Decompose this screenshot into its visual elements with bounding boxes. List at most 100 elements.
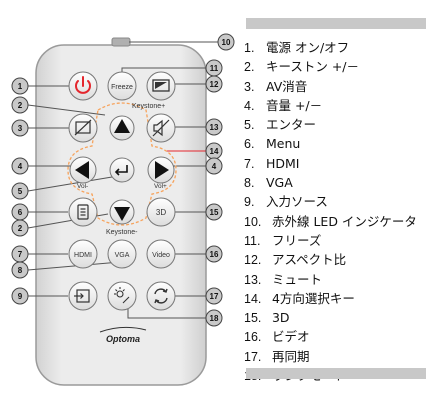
svg-text:11: 11: [210, 64, 219, 73]
legend-item: 16. ビデオ: [244, 329, 310, 345]
leader-lines: [27, 41, 218, 319]
volume-down-button[interactable]: [69, 156, 97, 184]
svg-text:4: 4: [18, 162, 23, 171]
hdmi-button[interactable]: HDMI: [68, 239, 98, 269]
power-icon: [75, 76, 91, 94]
keystone-minus-label: Keystone-: [106, 229, 138, 236]
svg-text:18: 18: [210, 314, 219, 323]
lamp-icon: [114, 287, 130, 304]
ir-led-window: [111, 37, 131, 47]
video-button[interactable]: Video: [146, 239, 176, 269]
resync-icon: [154, 288, 168, 304]
callout-14: 14: [205, 142, 223, 160]
leader-18: [127, 305, 206, 319]
svg-text:17: 17: [210, 292, 219, 301]
legend-item: 15. 3D: [244, 310, 290, 326]
leader-5: [27, 176, 113, 192]
resync-button[interactable]: [146, 281, 176, 311]
svg-text:6: 6: [18, 208, 23, 217]
vol-plus-label: Vol+: [154, 183, 167, 190]
arrow-up-icon: [114, 119, 130, 133]
callout-1: 1: [11, 77, 29, 95]
legend-item: 4. 音量 +/－: [244, 97, 323, 113]
legend-item: 11. フリーズ: [244, 232, 322, 248]
av-mute-icon: [74, 119, 92, 136]
power-button[interactable]: [68, 71, 98, 101]
legend-item: 10. 赤外線 LED インジケータ: [244, 213, 417, 229]
legend-item: 17. 再同期: [244, 348, 310, 364]
callout-13: 13: [205, 118, 223, 136]
av-mute-button[interactable]: [68, 113, 98, 143]
callouts: 1 2 3 4 5 6 2 7 8 9 10 11 12 13 14 4 15 …: [11, 33, 235, 327]
legend-top-bar: [246, 18, 426, 29]
mute-button[interactable]: [146, 113, 176, 143]
callout-10: 10: [217, 33, 235, 51]
callout-9: 9: [11, 287, 29, 305]
aspect-button[interactable]: [146, 71, 176, 101]
callout-18: 18: [205, 309, 223, 327]
svg-text:Optoma: Optoma: [106, 334, 140, 344]
dpad-outline: [67, 102, 177, 226]
legend-item: 14. 4方向選択キー: [244, 290, 355, 306]
volume-up-button[interactable]: [147, 156, 175, 184]
video-label: Video: [152, 252, 170, 259]
legend-item: 6. Menu: [244, 136, 301, 152]
callout-5: 5: [11, 182, 29, 200]
svg-text:5: 5: [18, 187, 23, 196]
svg-text:2: 2: [18, 224, 23, 233]
svg-text:12: 12: [210, 80, 219, 89]
callout-4a: 4: [11, 157, 29, 175]
vga-button[interactable]: VGA: [107, 239, 137, 269]
legend-item: 1. 電源 オン/オフ: [244, 40, 350, 55]
3d-button[interactable]: 3D: [146, 197, 176, 227]
callout-8: 8: [11, 261, 29, 279]
legend-item: 5. エンター: [244, 117, 316, 133]
3d-label: 3D: [156, 208, 166, 217]
lamp-mode-button[interactable]: [107, 281, 137, 311]
svg-text:15: 15: [210, 208, 219, 217]
legend-item: 12. アスペクト比: [244, 252, 347, 268]
vga-label: VGA: [115, 252, 130, 259]
menu-button[interactable]: [68, 197, 98, 227]
svg-text:14: 14: [210, 147, 219, 156]
keystone-down-button[interactable]: [109, 199, 135, 225]
svg-text:16: 16: [210, 250, 219, 259]
keystone-up-button[interactable]: [109, 115, 135, 141]
enter-button[interactable]: [109, 157, 135, 183]
legend-panel: 1. 電源 オン/オフ 2. キーストン +/－ 3. AV消音 4. 音量 +…: [244, 0, 438, 406]
enter-icon: [114, 165, 128, 176]
callout-7: 7: [11, 245, 29, 263]
vol-minus-label: Vol-: [77, 183, 88, 190]
svg-text:3: 3: [18, 124, 23, 133]
legend-item: 13. ミュート: [244, 271, 322, 287]
callout-3: 3: [11, 119, 29, 137]
callout-15: 15: [205, 203, 223, 221]
arrow-left-icon: [75, 161, 89, 179]
legend-item: 8. VGA: [244, 175, 293, 191]
svg-text:10: 10: [222, 38, 231, 47]
svg-text:1: 1: [18, 82, 23, 91]
legend-item: 7. HDMI: [244, 155, 300, 171]
arrow-down-icon: [114, 207, 130, 221]
legend-item: 9. 入力ソース: [244, 194, 328, 210]
svg-text:8: 8: [18, 266, 23, 275]
callout-6: 6: [11, 203, 29, 221]
source-icon: [74, 289, 90, 303]
freeze-button[interactable]: Freeze: [107, 71, 137, 101]
mute-icon: [152, 119, 170, 137]
legend-item: 3. AV消音: [244, 78, 308, 94]
hdmi-label: HDMI: [74, 252, 92, 259]
menu-icon: [77, 204, 89, 220]
keystone-plus-label: Keystone+: [132, 103, 165, 110]
callout-2a: 2: [11, 96, 29, 114]
legend-bottom-bar: [246, 368, 426, 379]
arrow-right-icon: [155, 161, 169, 179]
callout-11: 11: [205, 59, 223, 77]
svg-text:2: 2: [18, 101, 23, 110]
leader-2a: [27, 104, 106, 116]
leader-8: [27, 261, 121, 271]
source-button[interactable]: [68, 281, 98, 311]
freeze-label: Freeze: [111, 84, 133, 91]
callout-17: 17: [205, 287, 223, 305]
